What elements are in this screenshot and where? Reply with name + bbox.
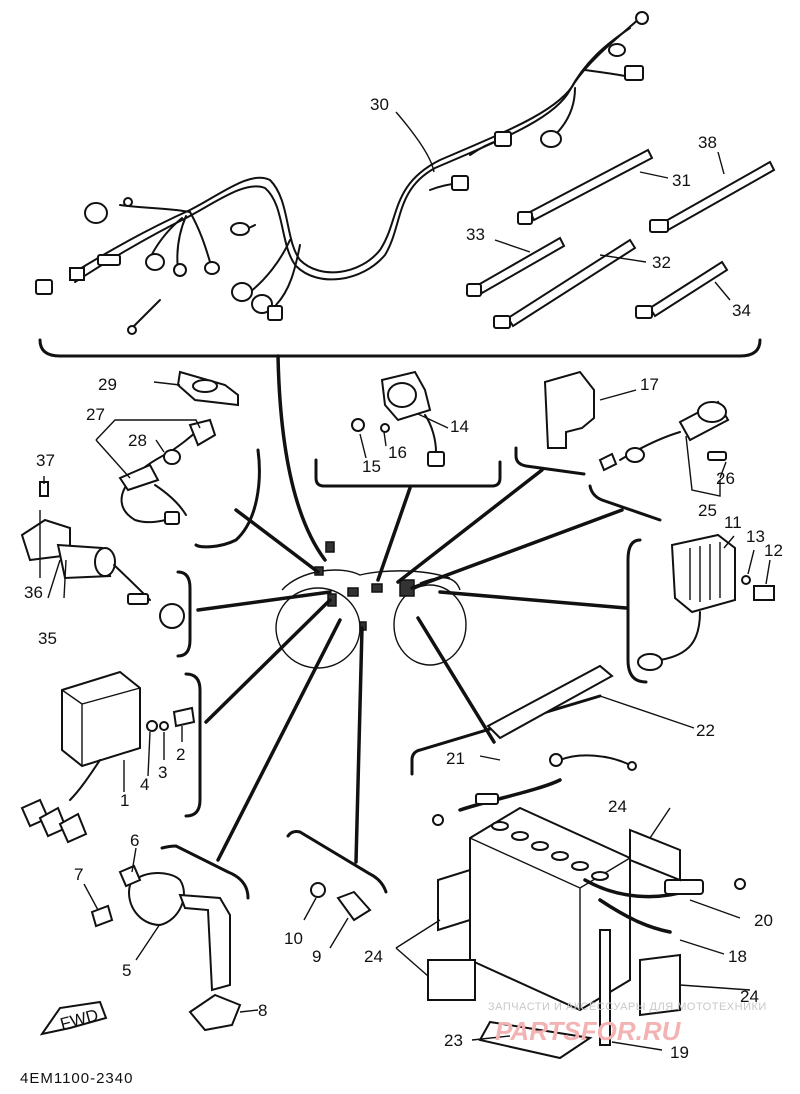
part-number-2: 2 [176,745,185,764]
part-number-17: 17 [640,375,659,394]
part-number-3: 3 [158,763,167,782]
part-number-20: 20 [754,911,773,930]
ignition-coil [90,864,242,1032]
rectifier-regulator [637,533,775,671]
part-number-36: 36 [24,583,43,602]
part-number-28: 28 [128,431,147,450]
part-number-24c: 24 [740,987,759,1006]
watermark-text: ЗАПЧАСТИ И АКСЕССУАРЫ ДЛЯ МОТОТЕХНИКИ [488,1001,767,1013]
part-number-11: 11 [724,513,742,532]
part-number-1: 1 [120,791,129,810]
main-switch [20,481,185,629]
atv-silhouette [275,541,467,669]
fwd-arrow [39,1000,108,1036]
part-number-13: 13 [746,527,765,546]
plug-cap-lead [118,418,217,525]
part-number-23: 23 [444,1031,463,1050]
harness-bracket [38,338,762,358]
ignition-coil-cover [176,370,239,407]
drawing-code: 4EM1100-2340 [20,1070,133,1087]
fuse-holder [598,400,730,472]
part-number-30: 30 [370,95,389,114]
part-number-6: 6 [130,831,139,850]
part-number-35: 35 [38,629,57,648]
part-number-15: 15 [362,457,381,476]
part-number-22: 22 [696,721,715,740]
group-brackets [160,446,662,900]
part-number-34: 34 [732,301,751,320]
wire-harness [35,11,649,335]
part-number-5: 5 [122,961,131,980]
part-number-21: 21 [446,749,465,768]
part-number-19: 19 [670,1043,689,1062]
battery-band-22 [486,664,614,740]
part-number-26: 26 [716,469,735,488]
part-number-14: 14 [450,417,469,436]
part-number-37: 37 [36,451,55,470]
battery-cables [432,753,746,1046]
starter-relay [351,370,445,467]
leader-lines [39,111,771,1051]
part-number-12: 12 [764,541,783,560]
part-number-29: 29 [98,375,117,394]
part-number-32: 32 [652,253,671,272]
part-number-25: 25 [698,501,717,520]
cdi-unit [20,670,196,844]
relay-17 [543,370,595,449]
part-number-9: 9 [312,947,321,966]
part-number-24b: 24 [364,947,383,966]
part-number-18: 18 [728,947,747,966]
watermark-logo: PARTSFOR.RU [495,1016,682,1046]
cable-ties [466,148,776,329]
part-number-31: 31 [672,171,691,190]
part-number-33: 33 [466,225,485,244]
sensor-9-10 [310,882,372,922]
part-number-8: 8 [258,1001,267,1020]
part-number-24a: 24 [608,797,627,816]
part-number-10: 10 [284,929,303,948]
part-number-16: 16 [388,443,407,462]
part-number-4: 4 [140,775,149,794]
part-number-7: 7 [74,865,83,884]
part-number-27: 27 [86,405,105,424]
battery-pads [427,828,681,1060]
part-number-38: 38 [698,133,717,152]
